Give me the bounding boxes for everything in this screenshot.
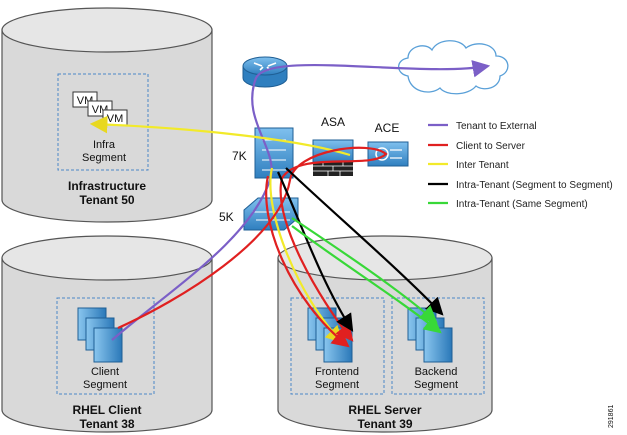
router-icon	[242, 56, 288, 88]
flow-intra-tenant-segment	[276, 171, 354, 332]
frontend-segment-line1: Frontend	[315, 366, 359, 378]
infra-segment-line1: Infra	[93, 139, 116, 151]
rhel-server-tenant-name: RHEL Server	[348, 403, 421, 417]
nexus-7k-label: 7K	[232, 149, 247, 163]
legend-client-to-server: Client to Server	[456, 141, 526, 152]
flow-inter-tenant-infra	[89, 115, 351, 157]
flow-inter-tenant-frontend	[269, 167, 344, 344]
rhel-client-tenant-cylinder: Client Segment RHEL Client Tenant 38	[1, 235, 213, 433]
ace-load-balancer-icon	[367, 141, 409, 167]
flow-intra-tenant-same-1	[291, 217, 438, 324]
flow-client-to-server-1	[117, 146, 388, 342]
rhel-client-tenant-id: Tenant 38	[79, 417, 134, 431]
nexus-5k-label: 5K	[219, 210, 234, 224]
infra-segment-line2: Segment	[82, 152, 126, 164]
legend-inter-tenant: Inter Tenant	[456, 160, 509, 171]
vm-label-3: VM	[107, 113, 124, 125]
traffic-flows	[89, 59, 491, 348]
client-segment-line1: Client	[91, 366, 119, 378]
asa-firewall-icon	[312, 139, 354, 176]
flow-intra-tenant-segment-2	[285, 167, 444, 316]
legend-intra-tenant-segment: Intra-Tenant (Segment to Segment)	[456, 180, 613, 191]
client-server-stack-icon	[77, 307, 123, 363]
ace-label: ACE	[375, 121, 400, 135]
asa-label: ASA	[321, 115, 345, 129]
infrastructure-tenant-id: Tenant 50	[79, 193, 134, 207]
legend-intra-tenant-same: Intra-Tenant (Same Segment)	[456, 199, 588, 210]
infrastructure-tenant-name: Infrastructure	[68, 179, 146, 193]
client-segment-line2: Segment	[83, 379, 127, 391]
rhel-server-tenant-cylinder: Frontend Segment Backend Segment RHEL Se…	[277, 235, 493, 433]
legend-tenant-to-external: Tenant to External	[456, 121, 537, 132]
frontend-segment-box	[290, 297, 385, 395]
backend-segment-line1: Backend	[415, 366, 458, 378]
flow-client-to-server-2	[265, 175, 350, 348]
rhel-client-tenant-name: RHEL Client	[72, 403, 141, 417]
infrastructure-tenant-cylinder: VM VM VM Infra Segment Infrastructure Te…	[1, 7, 213, 223]
flow-intra-tenant-same-2	[291, 225, 442, 334]
flow-tenant-to-external	[111, 59, 491, 341]
cloud-icon	[397, 40, 509, 95]
backend-segment-line2: Segment	[414, 379, 458, 391]
frontend-segment-line2: Segment	[315, 379, 359, 391]
figure-id: 291861	[608, 405, 615, 428]
rhel-server-tenant-id: Tenant 39	[357, 417, 412, 431]
legend: Tenant to External Client to Server Inte…	[428, 121, 613, 210]
client-segment-box	[56, 297, 155, 395]
infra-segment-box	[57, 73, 149, 171]
vm-stack: VM VM VM	[72, 91, 128, 126]
